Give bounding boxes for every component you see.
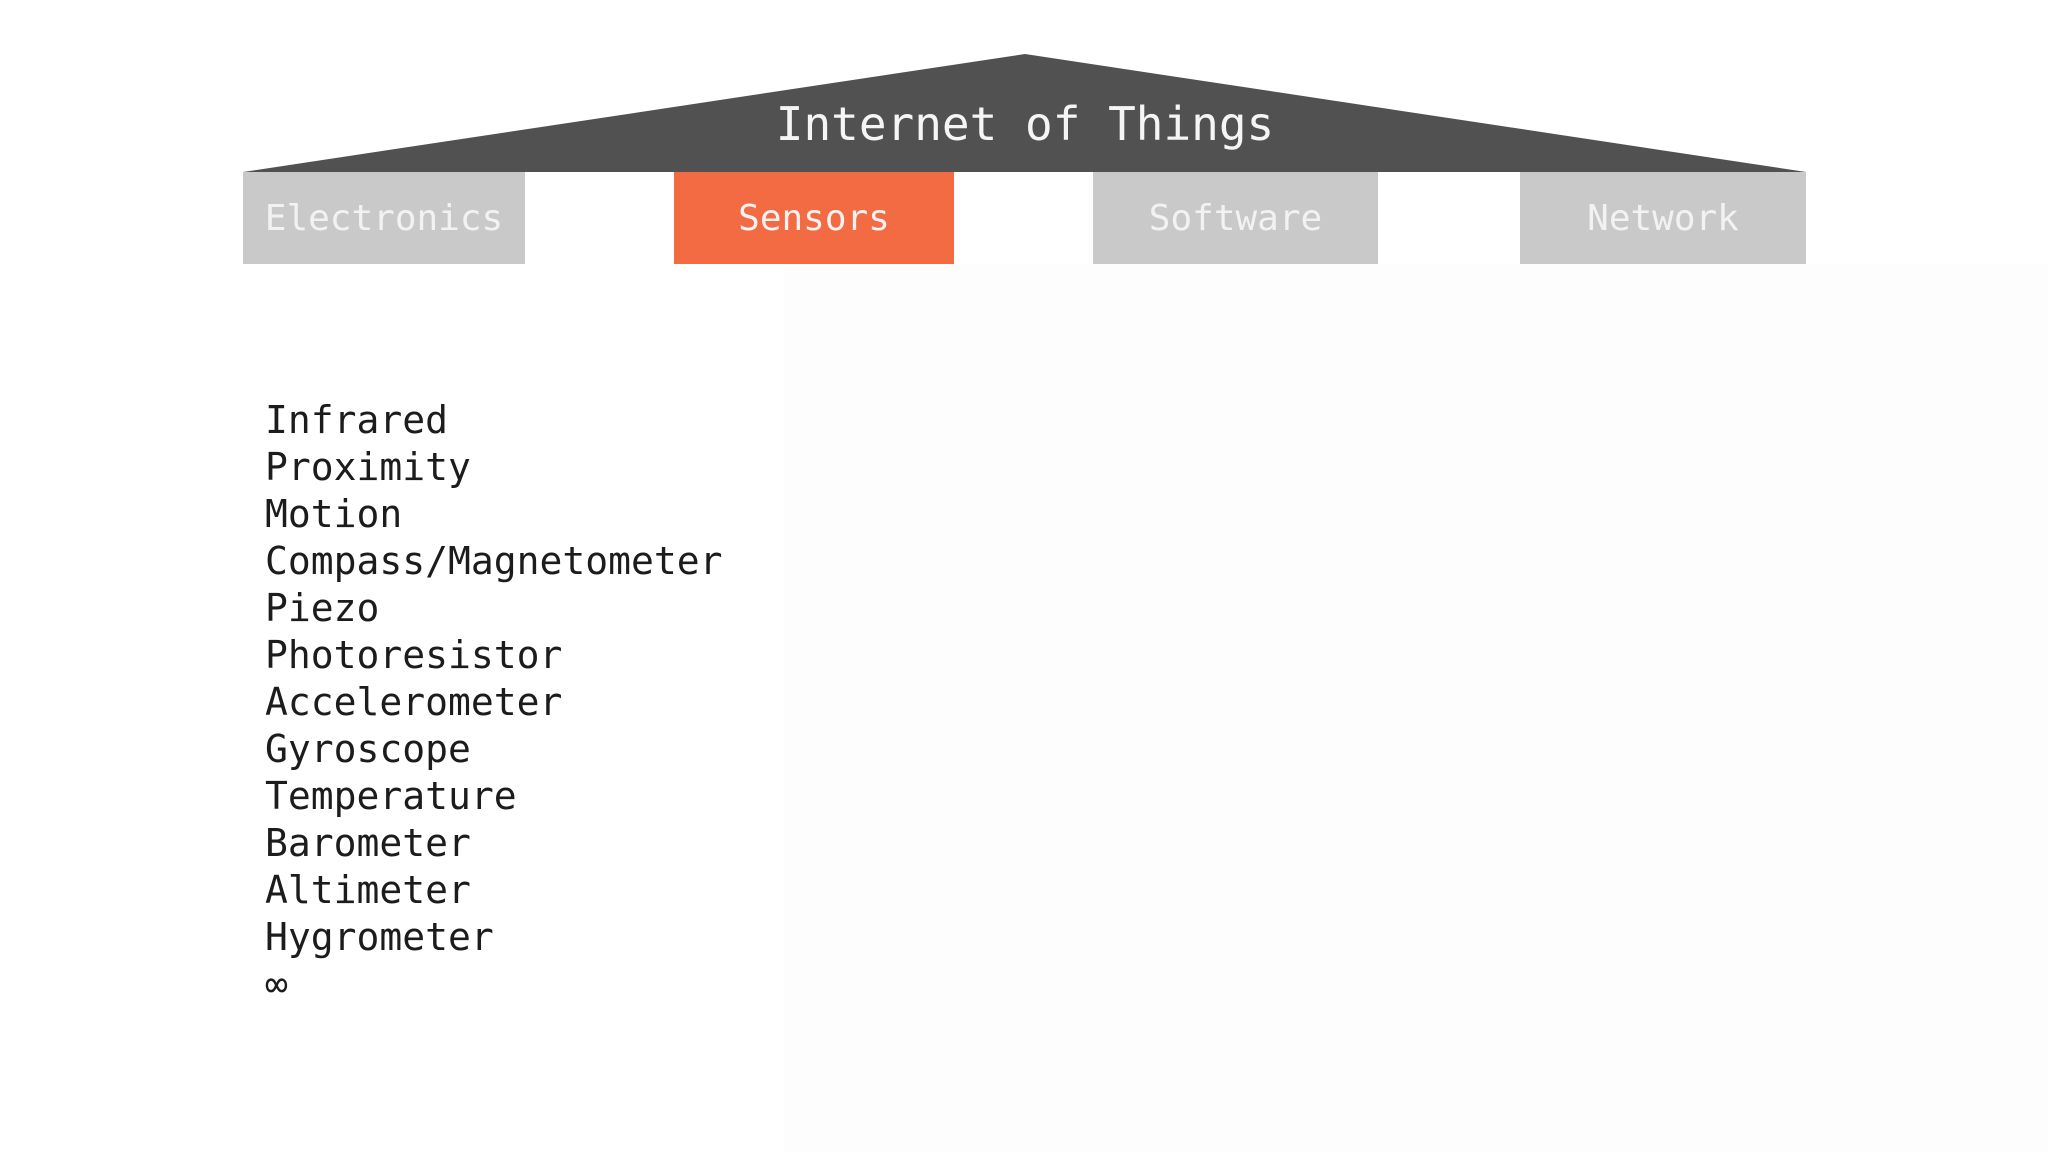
sensor-list-item: Infrared <box>265 398 449 442</box>
sensor-list-item: Altimeter <box>265 868 471 912</box>
diagram-title: Internet of Things <box>775 97 1275 151</box>
sensor-list-item: Compass/Magnetometer <box>265 539 723 583</box>
sensor-list: Infrared Proximity Motion Compass/Magnet… <box>265 397 723 1008</box>
sensor-list-item: Hygrometer <box>265 915 494 959</box>
tab-sensors[interactable]: Sensors <box>674 172 954 264</box>
tab-software[interactable]: Software <box>1093 172 1378 264</box>
sensor-list-item: Proximity <box>265 445 471 489</box>
sensor-list-item: Piezo <box>265 586 380 630</box>
sensor-list-item: Photoresistor <box>265 633 563 677</box>
sensor-list-item: Gyroscope <box>265 727 471 771</box>
tab-electronics[interactable]: Electronics <box>243 172 525 264</box>
background-tint-panel <box>784 264 2048 1152</box>
sensor-list-item: Motion <box>265 492 403 536</box>
infinity-symbol: ∞ <box>265 962 288 1006</box>
sensor-list-item: Accelerometer <box>265 680 563 724</box>
sensor-list-item: Temperature <box>265 774 517 818</box>
sensor-list-item: Barometer <box>265 821 471 865</box>
tab-network[interactable]: Network <box>1520 172 1806 264</box>
roof-triangle <box>243 54 1806 172</box>
